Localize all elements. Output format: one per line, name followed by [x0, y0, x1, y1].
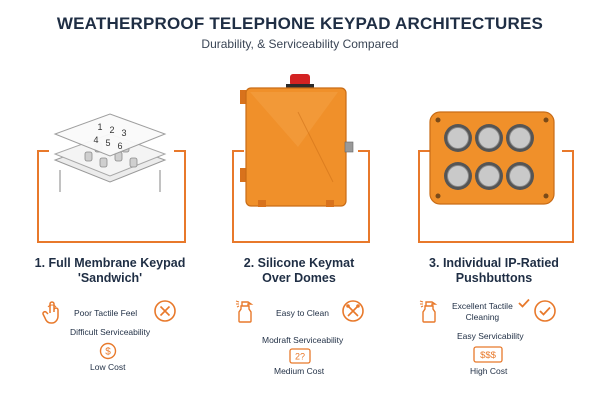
architecture-3-heading-line2: Pushbuttons: [455, 271, 533, 285]
silicone-keymat-enclosure-illustration: [240, 74, 354, 207]
arch-2-serviceability-text: Modraft Serviceability: [262, 335, 344, 345]
page-subtitle: Durability, & Serviceability Compared: [201, 37, 399, 51]
spray-bottle-icon-2: [419, 300, 438, 323]
dollar-coin-icon: $: [99, 342, 117, 360]
arch-1-tactile-text: Poor Tactile Feel: [74, 308, 138, 318]
arch-3-cost-text: High Cost: [470, 366, 508, 376]
keypad-digit-1: 1: [97, 122, 102, 132]
cost-box-icon: 2?: [289, 348, 311, 364]
arch-3-tactile-text: Excellent Tactile Cleaning: [452, 301, 513, 323]
beacon-light: [290, 74, 310, 86]
tools-circle-icon: [342, 300, 364, 322]
architecture-2-heading-line2: Over Domes: [262, 271, 336, 285]
pushbutton-2: [475, 124, 503, 152]
cost-box-icon-3: $$$: [473, 346, 503, 363]
architecture-2-heading: 2. Silicone Keymat Over Domes: [214, 256, 384, 286]
cost-symbol-2: 2?: [295, 352, 305, 362]
keypad-digit-5: 5: [105, 138, 110, 148]
pushbutton-1: [444, 124, 472, 152]
pushbuttons: [444, 124, 534, 190]
architecture-1-heading-line2: 'Sandwich': [77, 271, 143, 285]
keypad-digit-4: 4: [93, 135, 98, 145]
pushbutton-5: [475, 162, 503, 190]
arch-3-tactile-line2: Cleaning: [465, 312, 500, 322]
keypad-digit-6: 6: [117, 141, 122, 151]
membrane-layer-top: [53, 113, 167, 157]
column-1-bracket: [37, 150, 186, 243]
spray-bottle-icon: [235, 300, 254, 323]
architecture-3-heading-line1: 3. Individual IP-Ratied: [429, 256, 559, 270]
arch-3-tactile-line1: Excellent Tactile: [452, 301, 513, 311]
cost-symbol-3: $$$: [480, 350, 497, 361]
architecture-1-heading-line1: 1. Full Membrane Keypad: [34, 256, 186, 270]
architecture-1-heading: 1. Full Membrane Keypad 'Sandwich': [20, 256, 200, 286]
column-2-bracket: [232, 150, 370, 243]
arch-2-cleaning-text: Easy to Clean: [276, 308, 329, 318]
pushbutton-4: [444, 162, 472, 190]
keypad-digits: 1 2 3 4 5 6: [93, 122, 126, 151]
page-title: WEATHERPROOF TELEPHONE KEYPAD ARCHITECTU…: [56, 14, 544, 33]
arch-2-cost-text: Medium Cost: [274, 366, 325, 376]
pushbutton-6: [506, 162, 534, 190]
column-3-bracket: [418, 150, 574, 243]
architecture-2-heading-line1: 2. Silicone Keymat: [243, 256, 355, 270]
checkmark-icon: [518, 298, 530, 308]
arch-1-serviceability-text: Difficult Serviceability: [70, 327, 151, 337]
pushbutton-3: [506, 124, 534, 152]
architecture-3-heading: 3. Individual IP-Ratied Pushbuttons: [404, 256, 584, 286]
keypad-digit-3: 3: [121, 128, 126, 138]
membrane-layers-illustration: 1 2 3 4 5 6: [53, 113, 167, 192]
hand-press-icon: [42, 301, 59, 324]
keypad-digit-2: 2: [109, 125, 114, 135]
arch-3-serviceability-text: Easy Servicability: [457, 331, 524, 341]
pushbutton-panel-illustration: [429, 111, 555, 205]
arch-1-cost-text: Low Cost: [90, 362, 126, 372]
dollar-symbol: $: [105, 347, 111, 358]
x-circle-icon: [154, 300, 176, 322]
check-circle-icon: [534, 300, 556, 322]
